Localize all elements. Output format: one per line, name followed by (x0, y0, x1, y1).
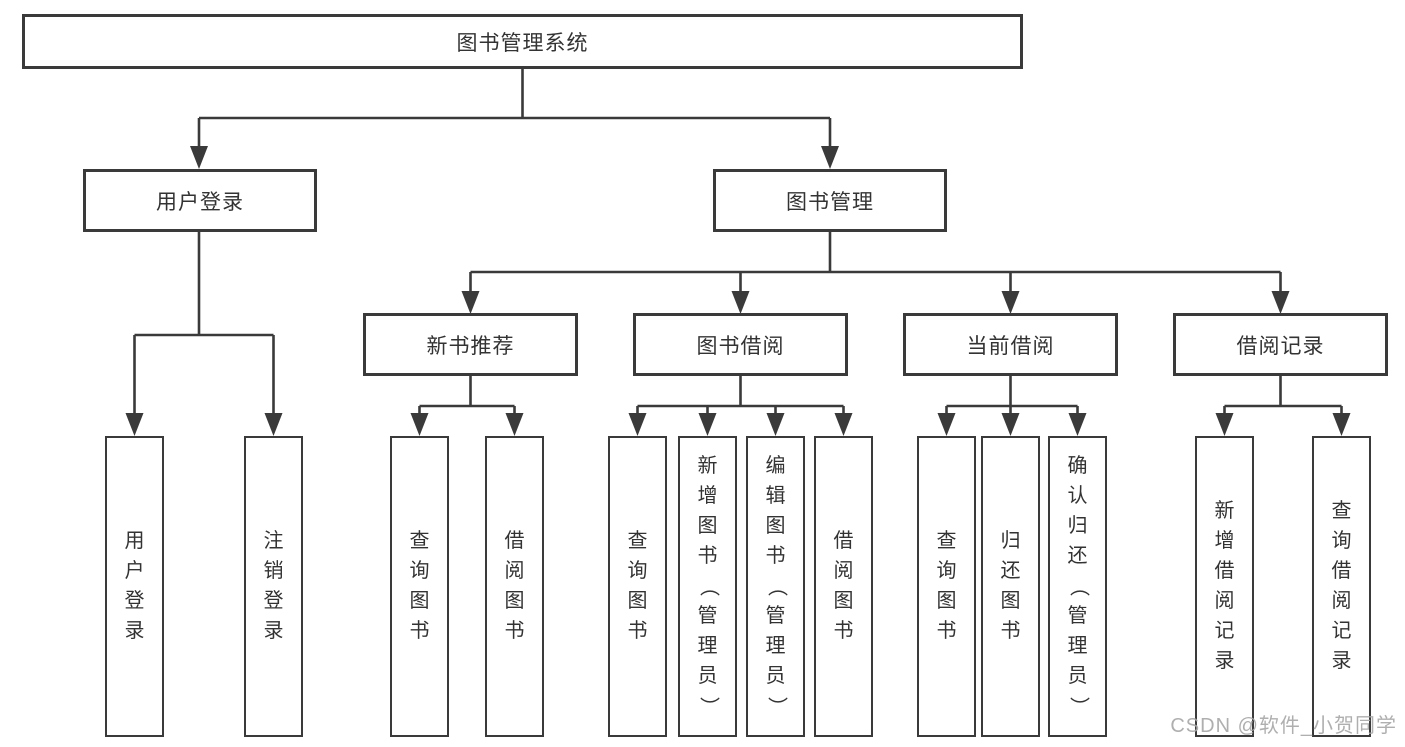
leaf-confirm-return-admin-label: 确认归还（管理员） (1067, 455, 1089, 717)
node-book-mgmt: 图书管理 (713, 169, 947, 232)
node-root-label: 图书管理系统 (456, 31, 589, 55)
edge-borrow-record-to-leaves (1215, 376, 1351, 436)
edge-new-books-to-leaves (410, 376, 524, 436)
leaf-edit-book-admin-label: 编辑图书（管理员） (765, 455, 787, 717)
leaf-query-books-recommend-label: 查询图书 (409, 530, 430, 642)
leaf-query-books-borrow-label: 查询图书 (627, 530, 648, 642)
leaf-logout-login-label: 注销登录 (263, 530, 284, 642)
leaf-borrow-books: 借阅图书 (814, 436, 873, 737)
leaf-query-books-current-label: 查询图书 (936, 530, 957, 642)
leaf-query-books-recommend: 查询图书 (390, 436, 449, 737)
leaf-confirm-return-admin: 确认归还（管理员） (1048, 436, 1107, 737)
node-borrow-record: 借阅记录 (1173, 313, 1388, 376)
leaf-add-book-admin: 新增图书（管理员） (678, 436, 737, 737)
leaf-borrow-books-recommend-label: 借阅图书 (504, 530, 525, 642)
edge-book-mgmt-to-level3 (461, 232, 1290, 314)
node-book-borrow: 图书借阅 (633, 313, 848, 376)
node-new-book-recommend-label: 新书推荐 (426, 334, 515, 358)
leaf-edit-book-admin: 编辑图书（管理员） (746, 436, 805, 737)
node-book-borrow-label: 图书借阅 (696, 334, 785, 358)
leaf-query-books-current: 查询图书 (917, 436, 976, 737)
edge-current-borrow-to-leaves (937, 376, 1087, 436)
node-borrow-record-label: 借阅记录 (1236, 334, 1325, 358)
leaf-user-login: 用户登录 (105, 436, 164, 737)
edge-book-borrow-to-leaves (628, 376, 853, 436)
leaf-add-borrow-record: 新增借阅记录 (1195, 436, 1254, 737)
watermark: CSDN @软件_小贺同学 (1170, 715, 1397, 737)
node-new-book-recommend: 新书推荐 (363, 313, 578, 376)
leaf-query-borrow-record: 查询借阅记录 (1312, 436, 1371, 737)
leaf-return-books-label: 归还图书 (1000, 530, 1021, 642)
node-book-mgmt-label: 图书管理 (786, 190, 874, 214)
node-root: 图书管理系统 (22, 14, 1023, 69)
node-current-borrow-label: 当前借阅 (966, 334, 1055, 358)
leaf-add-borrow-record-label: 新增借阅记录 (1214, 500, 1235, 672)
leaf-query-books-borrow: 查询图书 (608, 436, 667, 737)
node-user-login-label: 用户登录 (156, 190, 244, 214)
edge-user-login-to-leaves (125, 232, 283, 436)
leaf-borrow-books-recommend: 借阅图书 (485, 436, 544, 737)
leaf-add-book-admin-label: 新增图书（管理员） (697, 455, 719, 717)
leaf-return-books: 归还图书 (981, 436, 1040, 737)
leaf-borrow-books-label: 借阅图书 (833, 530, 854, 642)
edge-root-to-level2 (190, 69, 839, 169)
leaf-query-borrow-record-label: 查询借阅记录 (1331, 500, 1352, 672)
leaf-user-login-label: 用户登录 (124, 530, 145, 642)
leaf-logout-login: 注销登录 (244, 436, 303, 737)
node-current-borrow: 当前借阅 (903, 313, 1118, 376)
node-user-login: 用户登录 (83, 169, 317, 232)
